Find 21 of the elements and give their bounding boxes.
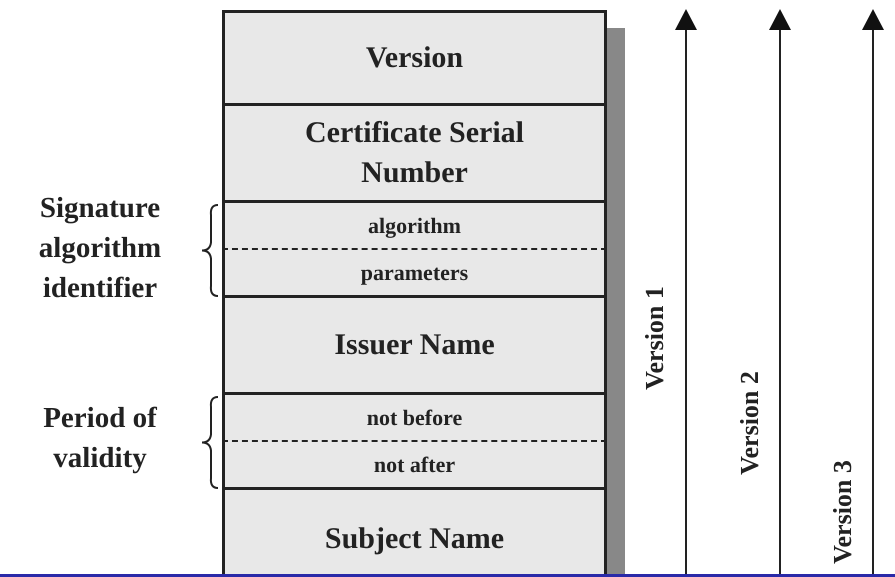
field-name: Issuer Name [333,327,496,363]
field-name: Subject Name [324,520,506,556]
version-label: Version 2 [735,370,765,477]
bracket-label: Period of validity [42,401,158,476]
field-box [222,106,607,203]
version-label: Version 3 [828,459,858,566]
field-name: Version [364,40,464,76]
field-box [222,203,607,250]
field-name: algorithm [367,214,462,238]
field-box [222,442,607,490]
field-box [222,490,607,577]
field-name: Certificate Serial Number [304,115,526,191]
field-box [222,298,607,395]
field-box [222,395,607,442]
field-box [222,10,607,106]
version-label: Version 1 [640,285,670,392]
field-name: not before [366,406,464,430]
field-name: not after [372,452,456,476]
bracket-label: Signature algorithm identifier [38,191,162,306]
field-box [222,250,607,298]
field-name: parameters [360,260,470,284]
